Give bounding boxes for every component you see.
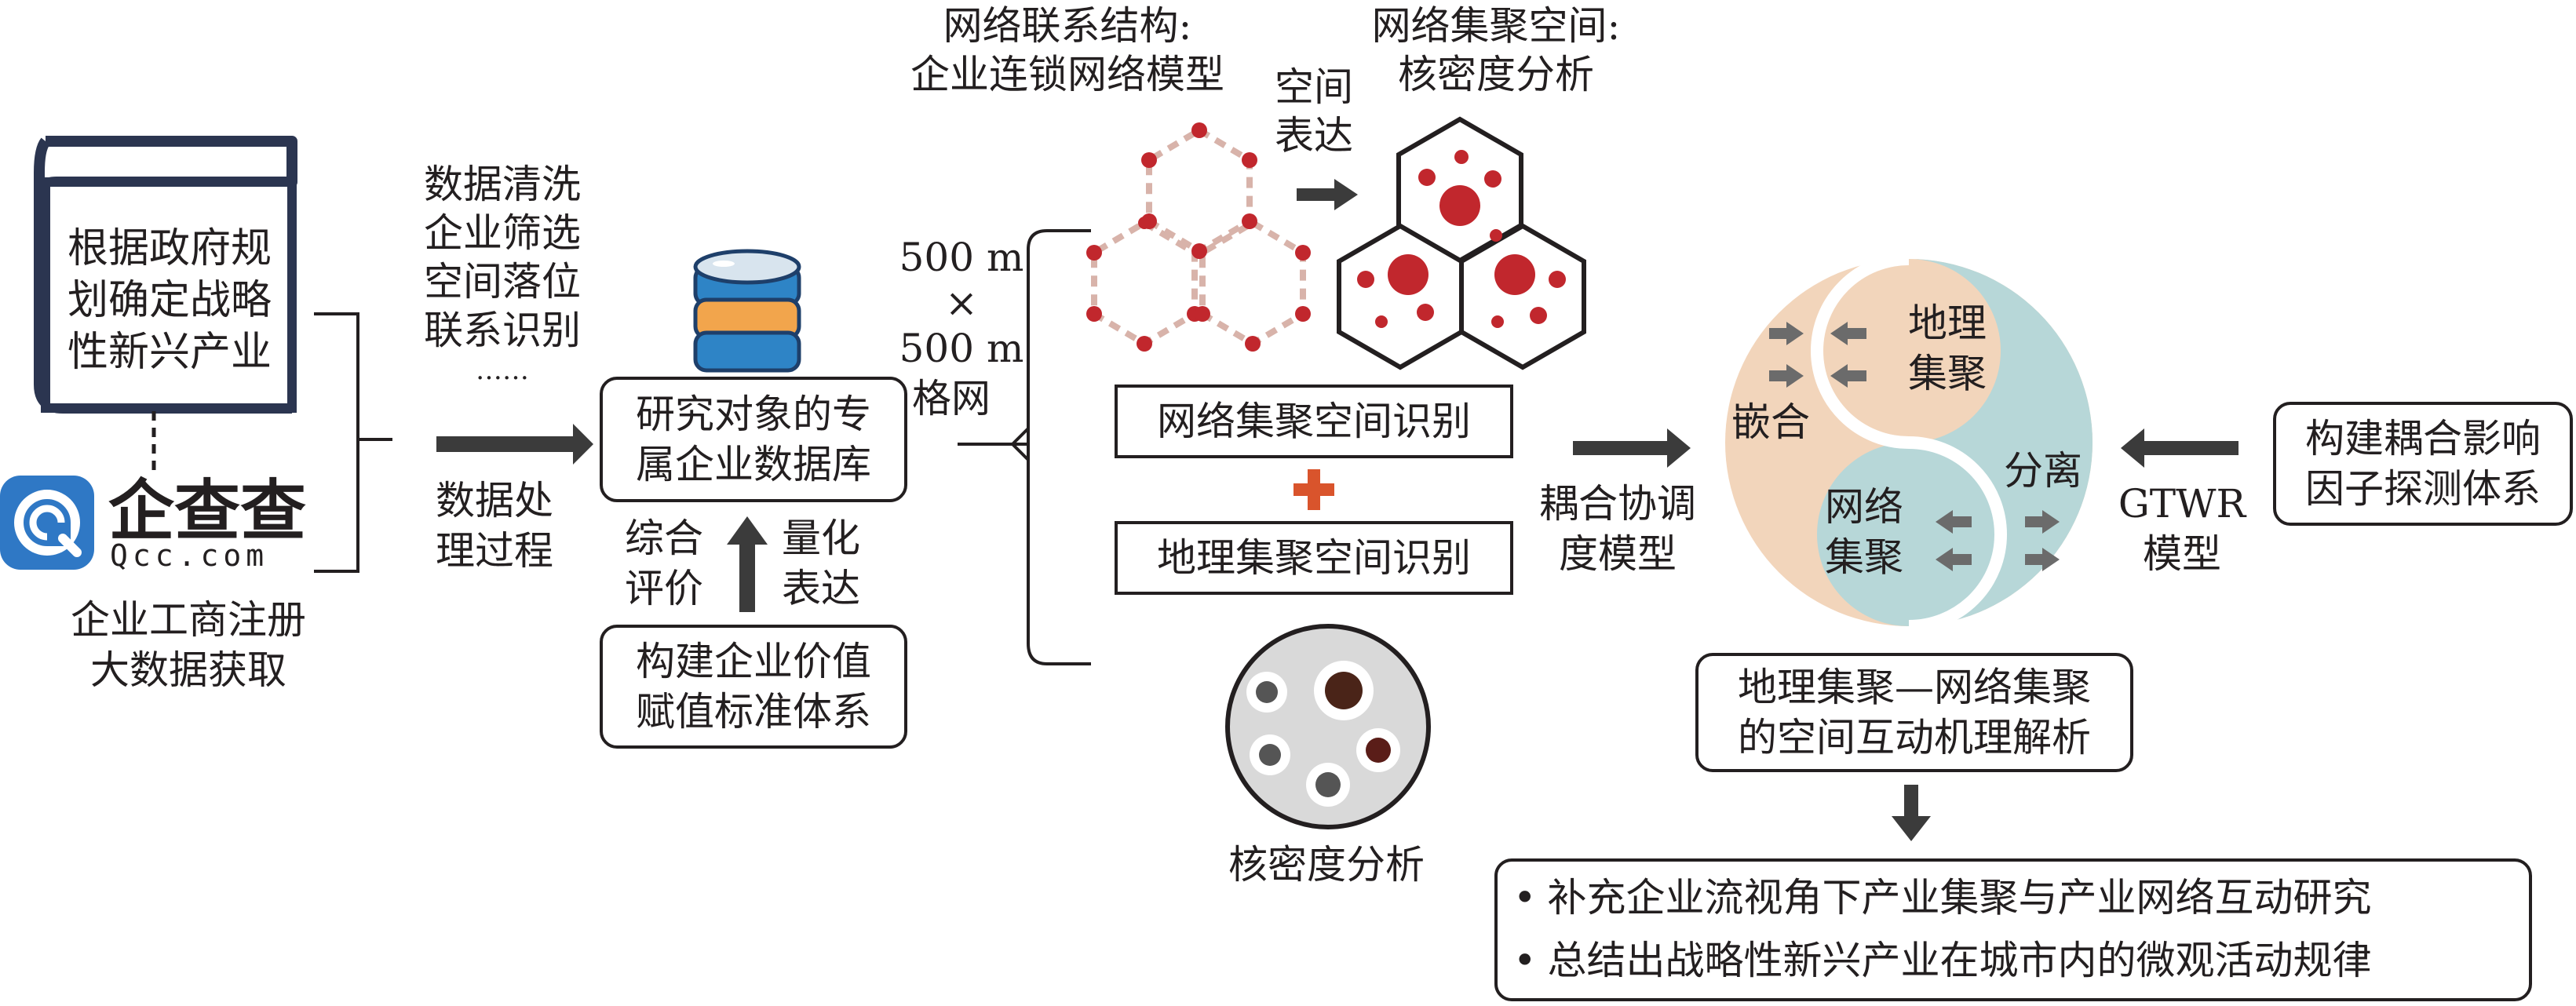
mechanism-box: 地理集聚—网络集聚的空间互动机理解析: [1695, 653, 2133, 772]
quantify-arrow: [727, 516, 768, 612]
kde-circle: [1225, 624, 1431, 829]
source-bracket: [314, 312, 359, 573]
network-hexagons: [1086, 122, 1311, 352]
gtwr-arrow: [2121, 428, 2238, 468]
network-heading: 网络联系结构:企业连锁网络模型: [910, 3, 1224, 97]
evaluate-label: 综合评价: [625, 516, 703, 611]
quantify-label: 量化表达: [782, 516, 860, 611]
book-text: 根据政府规划确定战略性新兴产业: [67, 225, 272, 376]
database-icon: [693, 249, 801, 373]
cluster-hexagons: [1337, 116, 1586, 370]
value-box: 构建企业价值赋值标准体系: [600, 625, 907, 749]
taiji-geo-cluster-label: 地理集聚: [1908, 301, 1987, 396]
conclusion-item: •总结出战略性新兴产业在城市内的微观活动规律: [1513, 938, 2372, 983]
network-id-box: 网络集聚空间识别: [1115, 385, 1513, 458]
conclusions-box: •补充企业流视角下产业集聚与产业网络互动研究 •总结出战略性新兴产业在城市内的微…: [1494, 858, 2532, 1001]
kde-label: 核密度分析: [1228, 842, 1425, 888]
acquire-label: 企业工商注册大数据获取: [71, 597, 306, 693]
branch-bracket: [958, 229, 1091, 665]
process-arrow: [436, 424, 593, 465]
database-box: 研究对象的专属企业数据库: [600, 377, 907, 502]
coupling-label: 耦合协调度模型: [1539, 481, 1696, 577]
taiji-embed-label: 嵌合: [1731, 399, 1810, 445]
plus-icon: [1293, 469, 1334, 510]
conclusion-item: •补充企业流视角下产业集聚与产业网络互动研究: [1513, 875, 2372, 920]
cleaning-steps: 数据清洗企业筛选 空间落位联系识别 ……: [424, 162, 581, 386]
geo-id-box: 地理集聚空间识别: [1115, 521, 1513, 595]
taiji-net-cluster-label: 网络集聚: [1825, 484, 1903, 580]
book-icon: [34, 136, 297, 414]
bullet-icon: •: [1513, 875, 1537, 920]
conclusion-arrow: [1892, 785, 1931, 841]
taiji-separate-label: 分离: [2004, 448, 2082, 494]
qcc-logo-brand: 企查查: [108, 472, 307, 549]
processing-label: 数据处理过程: [436, 478, 553, 574]
taiji-symbol: [1725, 253, 2093, 632]
factor-box: 构建耦合影响因子探测体系: [2273, 402, 2573, 526]
spatial-arrow: [1297, 179, 1358, 210]
coupling-arrow: [1573, 428, 1691, 468]
qcc-logo-icon: [0, 476, 94, 570]
cluster-heading: 网络集聚空间:核密度分析: [1371, 3, 1621, 97]
bullet-icon: •: [1513, 938, 1537, 983]
qcc-logo-domain: Qcc.com: [110, 538, 269, 573]
spatial-heading: 空间表达: [1275, 64, 1353, 159]
